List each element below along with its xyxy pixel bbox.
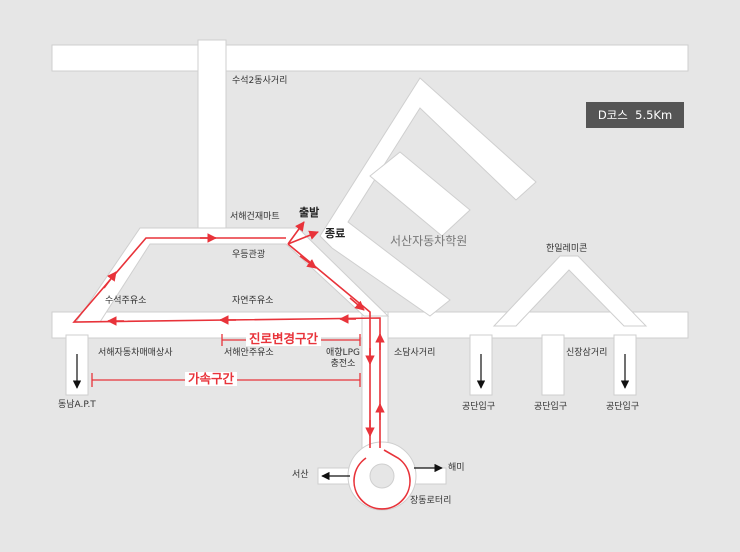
route-rotary — [353, 449, 411, 510]
label-dongnam: 동남A.P.T — [58, 400, 96, 410]
label-gongdan-3: 공단입구 — [606, 402, 640, 412]
label-school: 서산자동차학원 — [390, 234, 468, 248]
route-arrow-1 — [299, 255, 317, 269]
direction-arrows — [72, 354, 630, 481]
route-arrow-10 — [103, 271, 117, 289]
label-seohae-auto: 서해자동차매매상사 — [98, 348, 173, 358]
road-gongdan-2 — [541, 334, 565, 396]
label-seosan: 서산 — [292, 470, 309, 480]
course-name: D코스 — [597, 108, 628, 122]
label-woodeung: 우등관광 — [232, 250, 266, 260]
course-distance: 5.5Km — [635, 108, 673, 122]
label-gongdan-2: 공단입구 — [534, 402, 568, 412]
label-seohaean-gas: 서해안주유소 — [224, 348, 274, 358]
label-finish: 종료 — [325, 227, 346, 240]
label-section-change: 진로변경구간 — [246, 332, 322, 346]
label-sodam: 소담사거리 — [394, 348, 436, 358]
label-jayeon-gas: 자연주유소 — [232, 296, 274, 306]
label-sinjang: 신장삼거리 — [566, 348, 608, 358]
label-gongdan-1: 공단입구 — [462, 402, 496, 412]
rotary-inner — [369, 463, 395, 489]
loop-road — [75, 227, 390, 323]
route-return — [72, 237, 381, 448]
road-to-rotary — [361, 311, 389, 463]
route-arrow-2 — [349, 297, 365, 311]
label-start: 출발 — [299, 206, 320, 219]
label-hanil: 한일레미콘 — [546, 244, 588, 254]
course-route — [72, 221, 411, 510]
label-haemi: 해미 — [448, 463, 465, 473]
label-accel: 가속구간 — [185, 372, 238, 386]
label-jangdong: 장동로터리 — [410, 496, 452, 506]
label-seohae-materials: 서해건재마트 — [230, 212, 280, 222]
course-badge: D코스 5.5Km — [586, 102, 684, 128]
start-arrow — [287, 221, 305, 245]
vertical-road-suseok — [197, 39, 227, 231]
finish-arrow — [287, 230, 319, 245]
road-school-inner — [369, 151, 471, 237]
label-aehyang-lpg: 애향LPG 충전소 — [326, 348, 360, 369]
label-suseok2: 수석2동사거리 — [232, 76, 288, 86]
road-hanil — [492, 255, 648, 327]
label-suseok-gas: 수석주유소 — [105, 296, 147, 306]
top-road — [51, 44, 689, 72]
